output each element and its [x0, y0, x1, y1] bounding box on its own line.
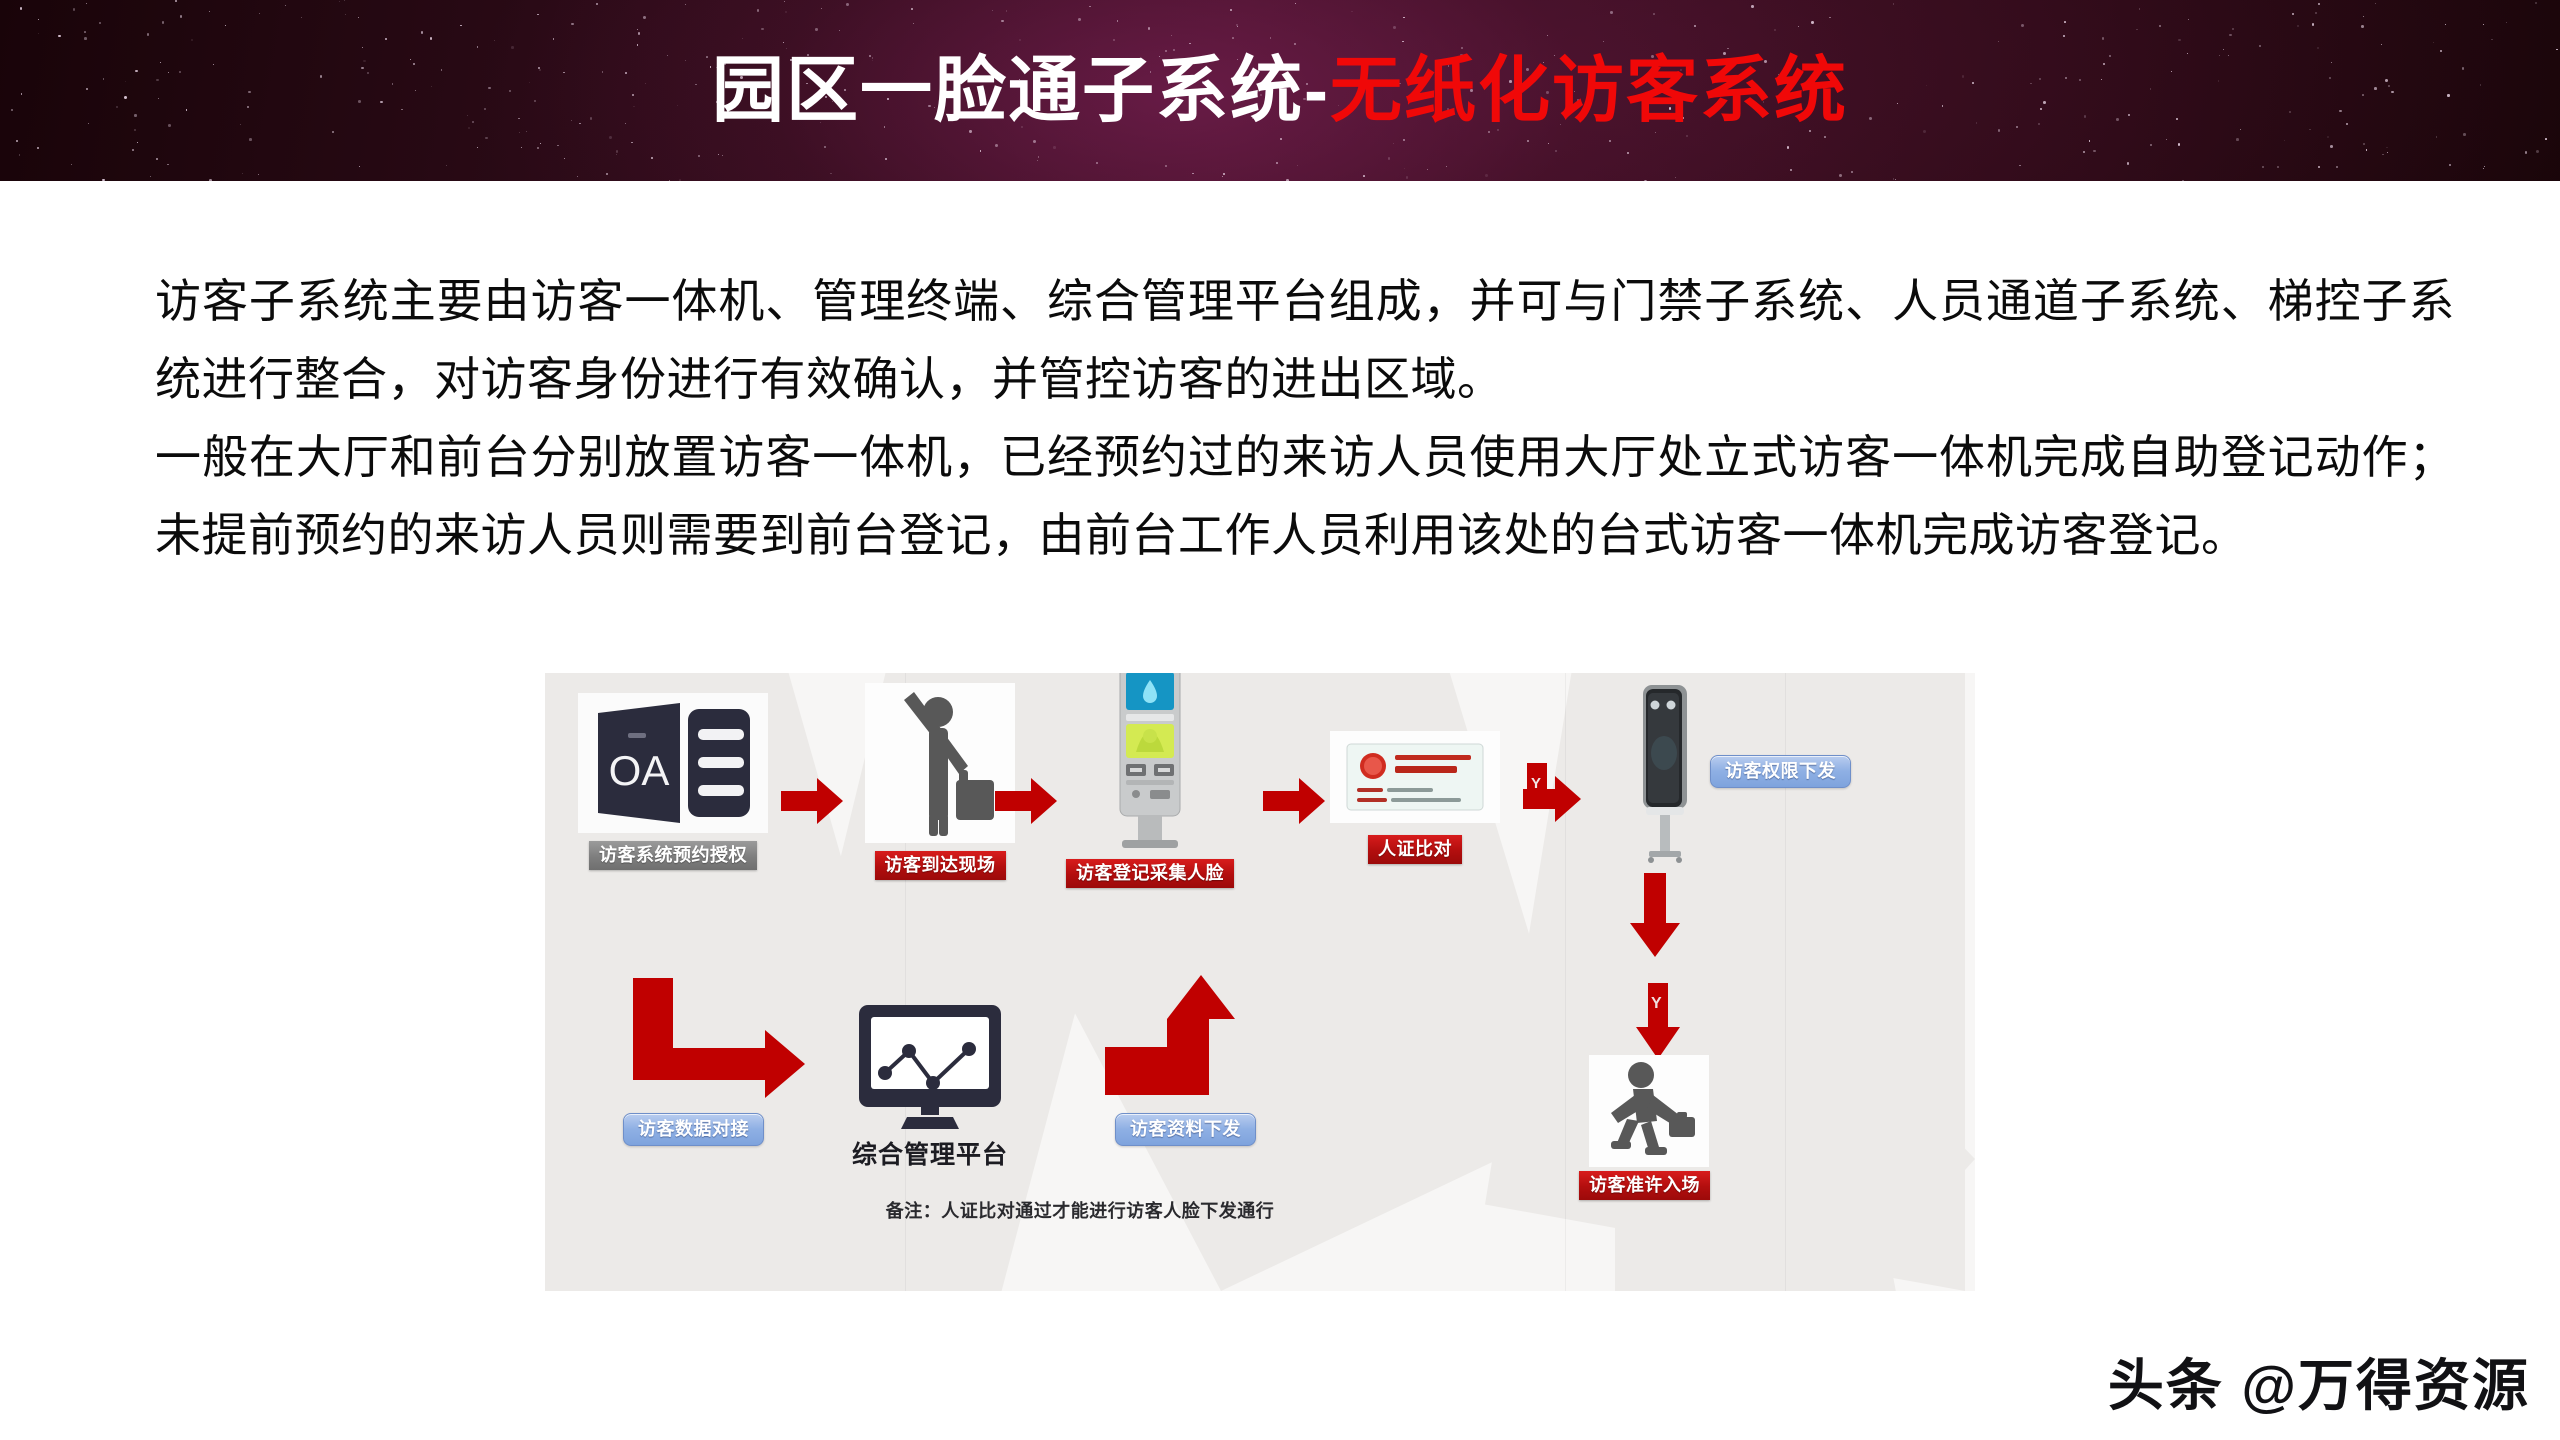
paragraph-1: 访客子系统主要由访客一体机、管理终端、综合管理平台组成，并可与门禁子系统、人员通…	[155, 275, 2455, 405]
badge-permission-push-label: 访客权限下发	[1710, 755, 1851, 788]
slide-header: 园区一脸通子系统- 无纸化访客系统	[0, 0, 2560, 181]
page-title-main: 园区一脸通子系统-	[712, 50, 1330, 131]
id-card-icon	[1330, 731, 1500, 823]
visitor-kiosk-icon	[1080, 673, 1220, 853]
arrow-elbow-to-kiosk	[1105, 975, 1265, 1127]
arrow-arrive-to-kiosk	[995, 778, 1057, 824]
flow-step-idcard: 人证比对	[1315, 731, 1515, 864]
body-copy: 访客子系统主要由访客一体机、管理终端、综合管理平台组成，并可与门禁子系统、人员通…	[155, 262, 2455, 574]
paragraph-2: 一般在大厅和前台分别放置访客一体机，已经预约过的来访人员使用大厅处立式访客一体机…	[155, 431, 2455, 561]
badge-permission-push: 访客权限下发	[1710, 755, 1851, 788]
face-recognition-terminal-icon	[1610, 679, 1720, 869]
arrow-decision-down: Y	[1636, 983, 1680, 1059]
svg-text:OA: OA	[609, 747, 670, 794]
visitor-walking-icon	[1589, 1055, 1709, 1167]
oa-document-icon: OA	[578, 693, 768, 833]
arrow-terminal-down	[1630, 873, 1680, 957]
branch-label-y-2: Y	[1651, 995, 1662, 1012]
management-platform-node	[835, 1001, 1025, 1131]
visitor-flow-diagram: OA 访客系统预约授权	[545, 673, 1975, 1291]
analytics-monitor-icon	[840, 1001, 1020, 1131]
flow-step-idcard-label: 人证比对	[1368, 835, 1462, 864]
branch-label-y-1: Y	[1531, 775, 1542, 792]
flow-step-oa: OA 访客系统预约授权	[573, 693, 773, 870]
diagram-note: 备注：人证比对通过才能进行访客人脸下发通行	[885, 1201, 1275, 1221]
flow-step-arrive-label: 访客到达现场	[874, 851, 1006, 880]
flow-step-arrive: 访客到达现场	[845, 683, 1035, 880]
face-recognition-terminal	[1600, 679, 1730, 869]
page-title: 园区一脸通子系统- 无纸化访客系统	[0, 0, 2560, 181]
flow-step-kiosk: 访客登记采集人脸	[1045, 673, 1255, 888]
watermark: 头条 @万得资源	[2107, 1354, 2530, 1417]
flow-step-admitted-label: 访客准许入场	[1579, 1171, 1710, 1200]
arrow-oa-to-arrive	[781, 778, 843, 824]
visitor-arriving-icon	[865, 683, 1015, 843]
arrow-idcard-to-terminal: Y	[1513, 763, 1593, 825]
flow-step-kiosk-label: 访客登记采集人脸	[1066, 859, 1234, 888]
flow-step-oa-label: 访客系统预约授权	[589, 841, 757, 870]
starfield-decoration	[0, 0, 2560, 181]
badge-data-sync-label: 访客数据对接	[623, 1113, 764, 1146]
arrow-kiosk-to-idcard	[1263, 778, 1325, 824]
badge-data-sync: 访客数据对接	[623, 1113, 764, 1146]
flow-step-admitted: 访客准许入场	[1575, 1055, 1765, 1200]
arrow-elbow-to-platform	[625, 978, 805, 1128]
badge-data-push-label: 访客资料下发	[1115, 1113, 1256, 1146]
platform-title: 综合管理平台	[851, 1141, 1008, 1169]
page-title-highlight: 无纸化访客系统	[1329, 50, 1848, 131]
badge-data-push: 访客资料下发	[1115, 1113, 1256, 1146]
